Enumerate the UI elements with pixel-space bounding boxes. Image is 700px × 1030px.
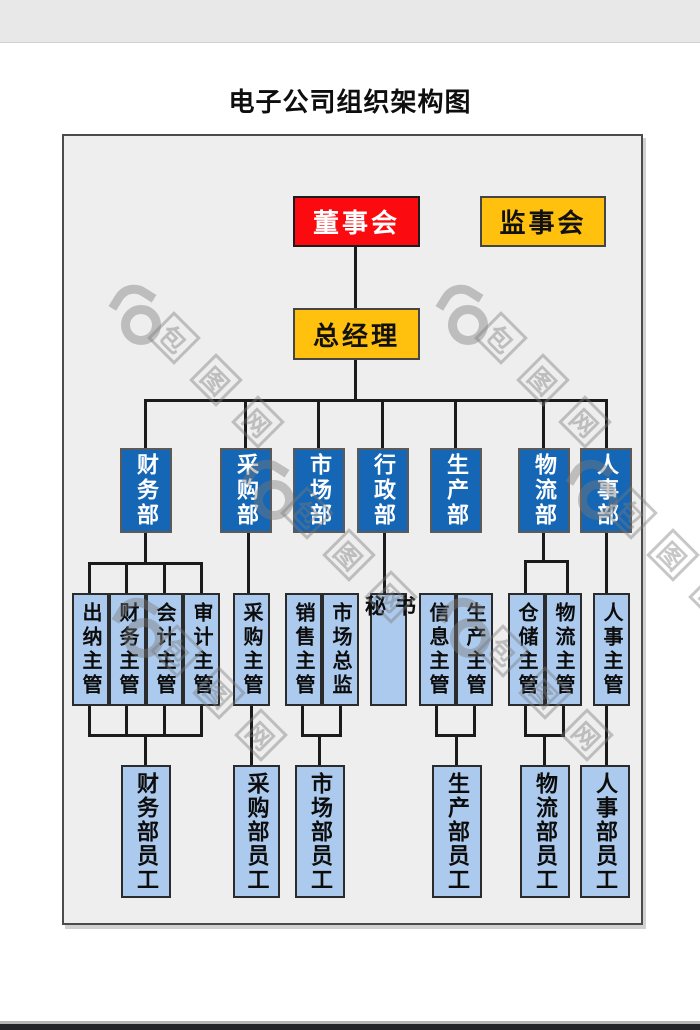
org-box-logistics-supervisor: 物流主管 bbox=[545, 593, 582, 706]
org-box-hr-staff: 人事部员工 bbox=[580, 765, 630, 898]
org-box-supervisory-board: 监事会 bbox=[480, 196, 606, 247]
watermark-char: 图 bbox=[646, 528, 700, 582]
connector-line bbox=[200, 562, 203, 593]
org-box-finance-staff: 财务部员工 bbox=[121, 765, 171, 898]
connector-line bbox=[301, 706, 304, 734]
connector-line bbox=[435, 706, 438, 734]
connector-line bbox=[144, 399, 147, 448]
org-box-finance-supervisor: 财务主管 bbox=[109, 593, 146, 706]
org-box-logistics-staff: 物流部员工 bbox=[520, 765, 570, 898]
connector-line bbox=[88, 706, 91, 734]
connector-line bbox=[605, 399, 608, 448]
connector-line bbox=[473, 706, 476, 734]
org-box-purchasing-staff: 采购部员工 bbox=[233, 765, 280, 898]
connector-line bbox=[250, 706, 253, 765]
connector-line bbox=[125, 562, 128, 593]
watermark-char: 网 bbox=[688, 570, 700, 624]
org-box-marketing-director: 市场总监 bbox=[322, 593, 359, 706]
org-box-board: 董事会 bbox=[293, 196, 420, 247]
connector-line bbox=[88, 562, 203, 565]
org-box-dept-production: 生产部 bbox=[430, 448, 482, 533]
connector-line bbox=[524, 560, 527, 593]
org-box-dept-hr: 人事部 bbox=[580, 448, 632, 533]
connector-line bbox=[301, 734, 342, 737]
connector-line bbox=[605, 706, 608, 765]
connector-line bbox=[383, 533, 386, 593]
org-box-dept-marketing: 市场部 bbox=[293, 448, 345, 533]
connector-line bbox=[354, 247, 357, 308]
org-box-sales-supervisor: 销售主管 bbox=[285, 593, 322, 706]
connector-line bbox=[354, 359, 357, 399]
org-box-purchasing-supervisor: 采购主管 bbox=[233, 593, 270, 706]
connector-line bbox=[339, 706, 342, 734]
connector-line bbox=[88, 562, 91, 593]
connector-line bbox=[605, 533, 608, 593]
org-box-information-supervisor: 信息主管 bbox=[419, 593, 456, 706]
org-box-secretary: 秘书 bbox=[363, 593, 416, 706]
connector-line bbox=[542, 533, 545, 560]
bottom-dark-bar bbox=[0, 1024, 700, 1030]
connector-line bbox=[566, 560, 569, 593]
org-box-audit-supervisor: 审计主管 bbox=[183, 593, 220, 706]
connector-line bbox=[144, 734, 147, 765]
page-title: 电子公司组织架构图 bbox=[228, 87, 472, 117]
org-box-cashier-supervisor: 出纳主管 bbox=[72, 593, 109, 706]
top-gray-bar bbox=[0, 0, 700, 43]
connector-line bbox=[542, 399, 545, 448]
org-box-production-staff: 生产部员工 bbox=[432, 765, 482, 898]
org-box-dept-admin: 行政部 bbox=[357, 448, 409, 533]
org-box-warehouse-supervisor: 仓储主管 bbox=[508, 593, 545, 706]
bottom-separator-line bbox=[0, 1021, 700, 1024]
connector-line bbox=[454, 399, 457, 448]
connector-line bbox=[524, 706, 527, 734]
connector-line bbox=[163, 706, 166, 734]
connector-line bbox=[455, 734, 458, 765]
connector-line bbox=[244, 399, 247, 448]
connector-line bbox=[562, 706, 565, 734]
connector-line bbox=[318, 734, 321, 765]
connector-line bbox=[125, 706, 128, 734]
connector-line bbox=[200, 706, 203, 734]
connector-line bbox=[543, 734, 546, 765]
org-box-dept-finance: 财务部 bbox=[120, 448, 172, 533]
connector-line bbox=[381, 399, 384, 448]
connector-line bbox=[524, 560, 569, 563]
connector-line bbox=[163, 562, 166, 593]
connector-line bbox=[144, 399, 608, 402]
org-box-hr-supervisor: 人事主管 bbox=[593, 593, 630, 706]
connector-line bbox=[247, 533, 250, 593]
connector-line bbox=[317, 399, 320, 448]
org-box-general-manager: 总经理 bbox=[293, 308, 420, 360]
org-box-production-supervisor: 生产主管 bbox=[456, 593, 493, 706]
org-box-dept-logistics: 物流部 bbox=[518, 448, 570, 533]
org-box-marketing-staff: 市场部员工 bbox=[295, 765, 345, 898]
org-box-accounting-supervisor: 会计主管 bbox=[146, 593, 183, 706]
org-box-dept-purchasing: 采购部 bbox=[220, 448, 272, 533]
connector-line bbox=[144, 533, 147, 562]
